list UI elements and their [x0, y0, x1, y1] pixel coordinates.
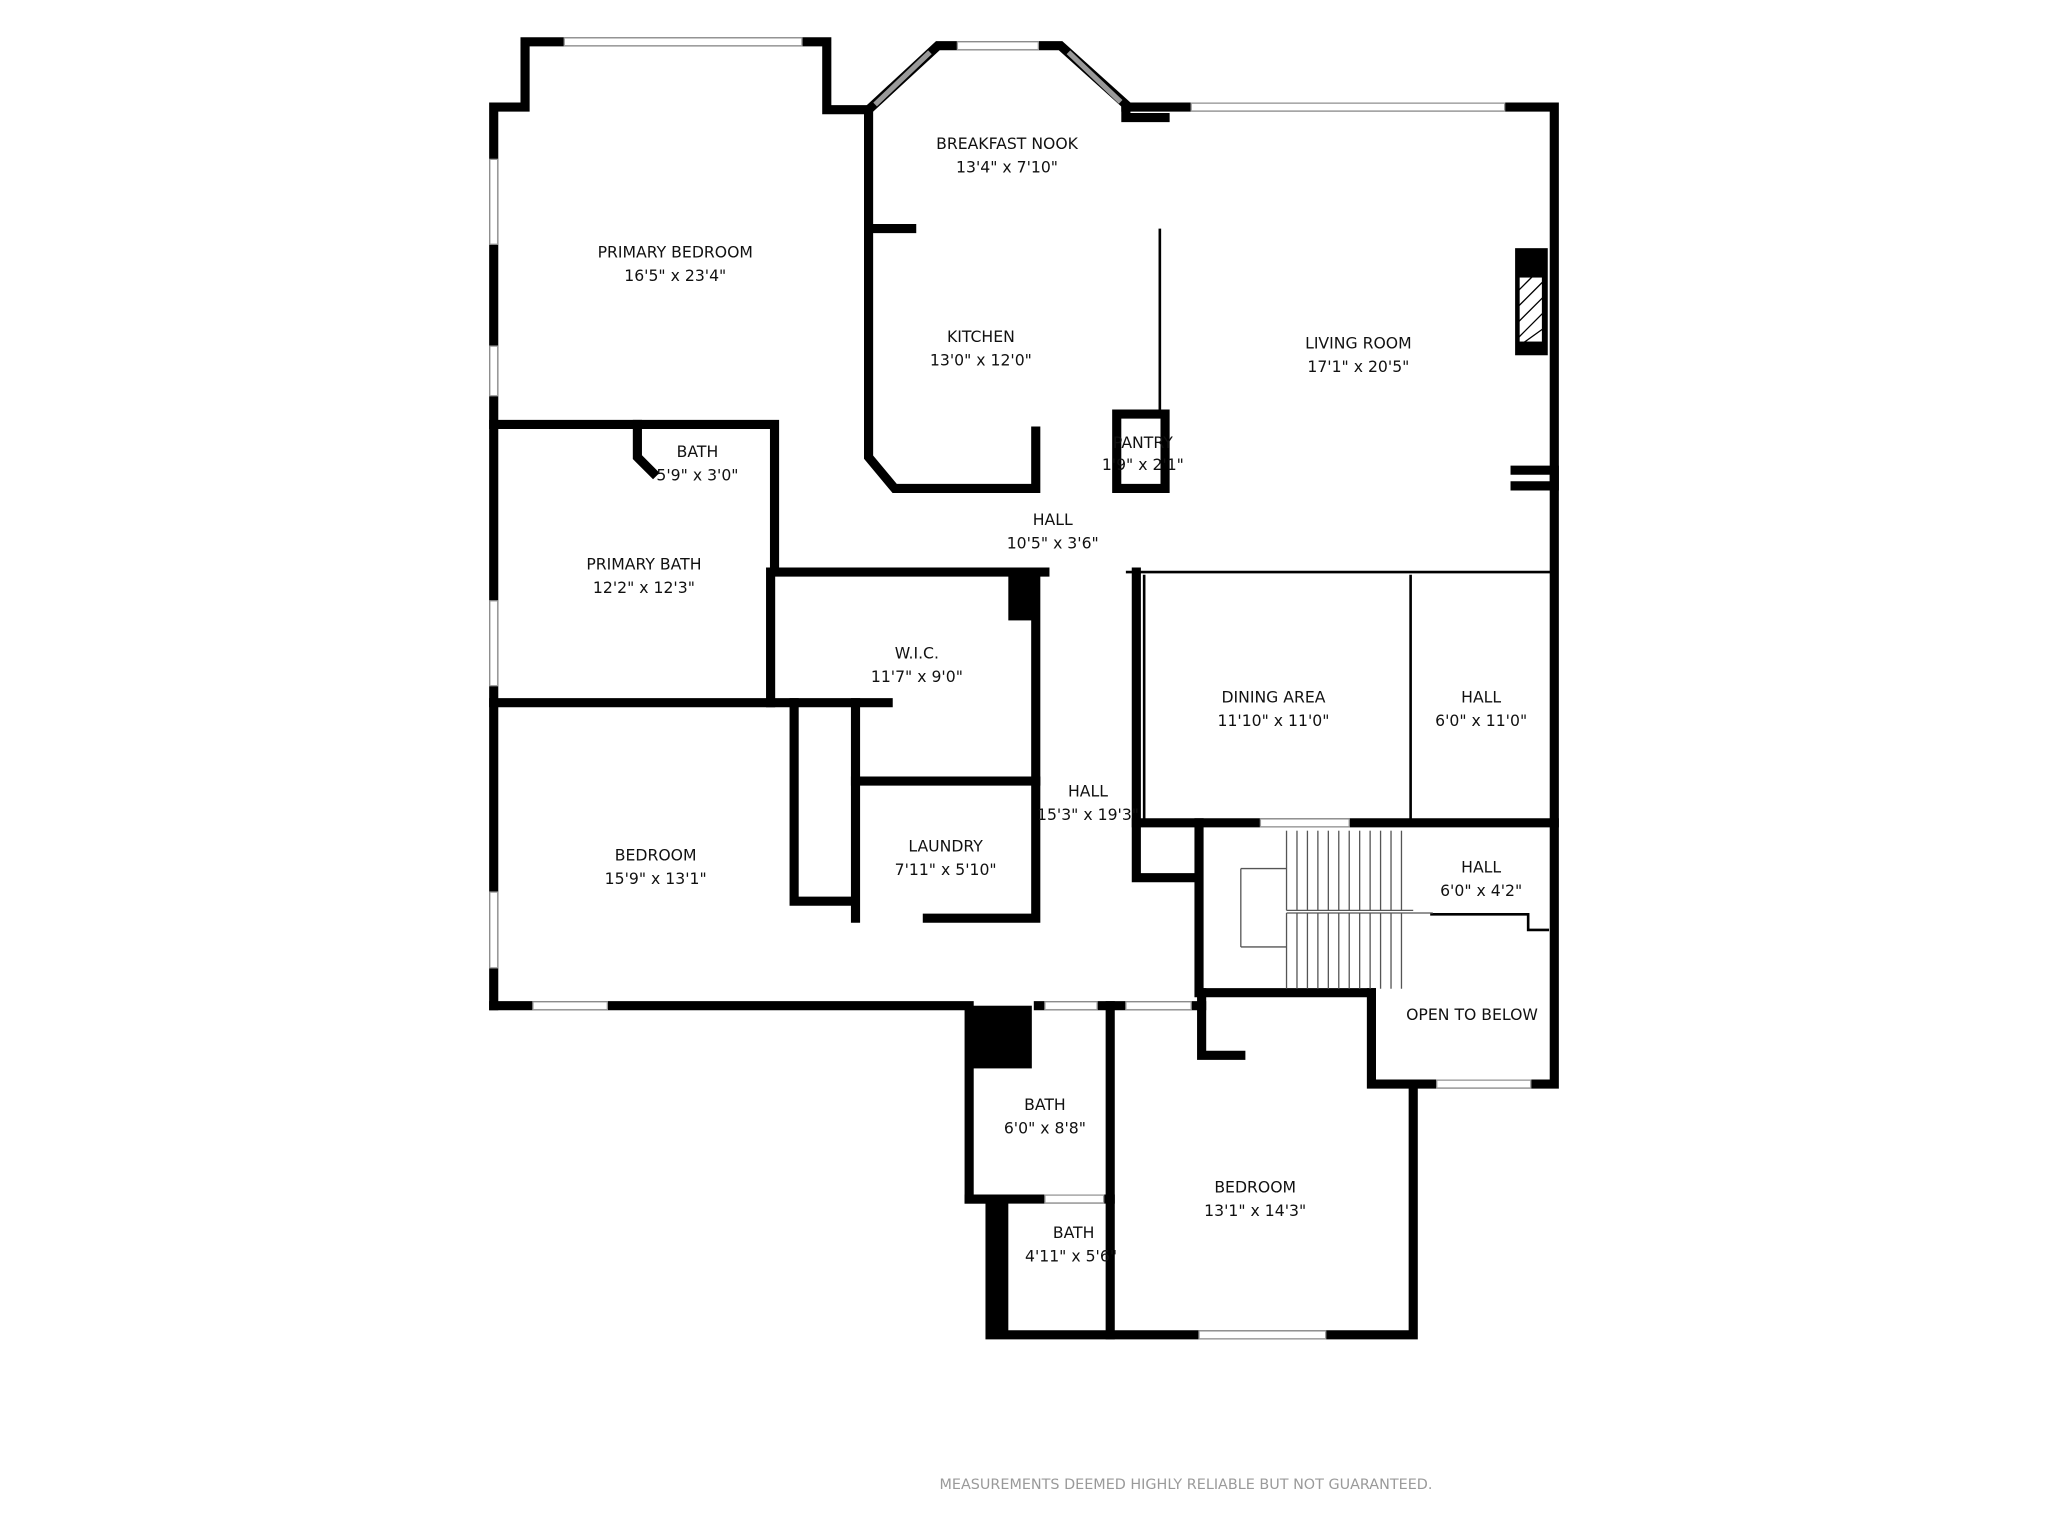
room-labels: PRIMARY BEDROOM 16'5" x 23'4" BREAKFAST …	[586, 134, 1538, 1266]
disclaimer: MEASUREMENTS DEEMED HIGHLY RELIABLE BUT …	[939, 1477, 1432, 1493]
room-dims: 13'0" x 12'0"	[930, 351, 1032, 370]
room-name: W.I.C.	[895, 643, 939, 662]
wall-block	[1008, 572, 1039, 621]
room-dims: 15'9" x 13'1"	[605, 869, 707, 888]
room-dims: 13'1" x 14'3"	[1204, 1201, 1306, 1220]
fireplace	[1515, 248, 1548, 356]
room-dims: 1'9" x 2'1"	[1102, 455, 1184, 474]
room-name: HALL	[1033, 510, 1073, 529]
room-dims: 16'5" x 23'4"	[624, 266, 726, 285]
room-dims: 6'0" x 8'8"	[1004, 1119, 1086, 1138]
walls	[489, 37, 1559, 1340]
room-dims: 17'1" x 20'5"	[1307, 357, 1409, 376]
staircase	[1240, 830, 1433, 989]
room-name: HALL	[1068, 782, 1108, 801]
room-dims: 5'9" x 3'0"	[656, 466, 738, 485]
room-name: LAUNDRY	[908, 837, 983, 856]
room-name: BATH	[1053, 1223, 1095, 1242]
windows	[489, 37, 1532, 1340]
room-dims: 15'3" x 19'3"	[1037, 805, 1139, 824]
room-dims: 7'11" x 5'10"	[895, 860, 997, 879]
room-name: BATH	[677, 442, 719, 461]
room-name: BEDROOM	[615, 846, 697, 865]
room-name: DINING AREA	[1221, 688, 1325, 707]
room-name: KITCHEN	[947, 327, 1015, 346]
room-dims: 4'11" x 5'6"	[1025, 1247, 1117, 1266]
room-dims: 6'0" x 11'0"	[1435, 711, 1527, 730]
wall-block	[969, 1005, 1032, 1069]
room-name: BEDROOM	[1214, 1177, 1296, 1196]
room-name: PRIMARY BEDROOM	[598, 242, 753, 261]
room-dims: 11'10" x 11'0"	[1217, 711, 1329, 730]
room-dims: 12'2" x 12'3"	[593, 578, 695, 597]
room-name: BREAKFAST NOOK	[936, 134, 1079, 153]
room-dims: 11'7" x 9'0"	[871, 667, 963, 686]
room-dims: 13'4" x 7'10"	[956, 157, 1058, 176]
room-dims: 6'0" x 4'2"	[1440, 881, 1522, 900]
room-name: LIVING ROOM	[1305, 334, 1412, 353]
room-name: PANTRY	[1113, 433, 1173, 452]
room-name: BATH	[1024, 1095, 1066, 1114]
room-name: HALL	[1461, 857, 1501, 876]
room-name: OPEN TO BELOW	[1406, 1005, 1538, 1024]
wall-block	[990, 1199, 1009, 1335]
room-name: HALL	[1461, 688, 1501, 707]
room-name: PRIMARY BATH	[586, 554, 701, 573]
room-dims: 10'5" x 3'6"	[1007, 534, 1099, 553]
